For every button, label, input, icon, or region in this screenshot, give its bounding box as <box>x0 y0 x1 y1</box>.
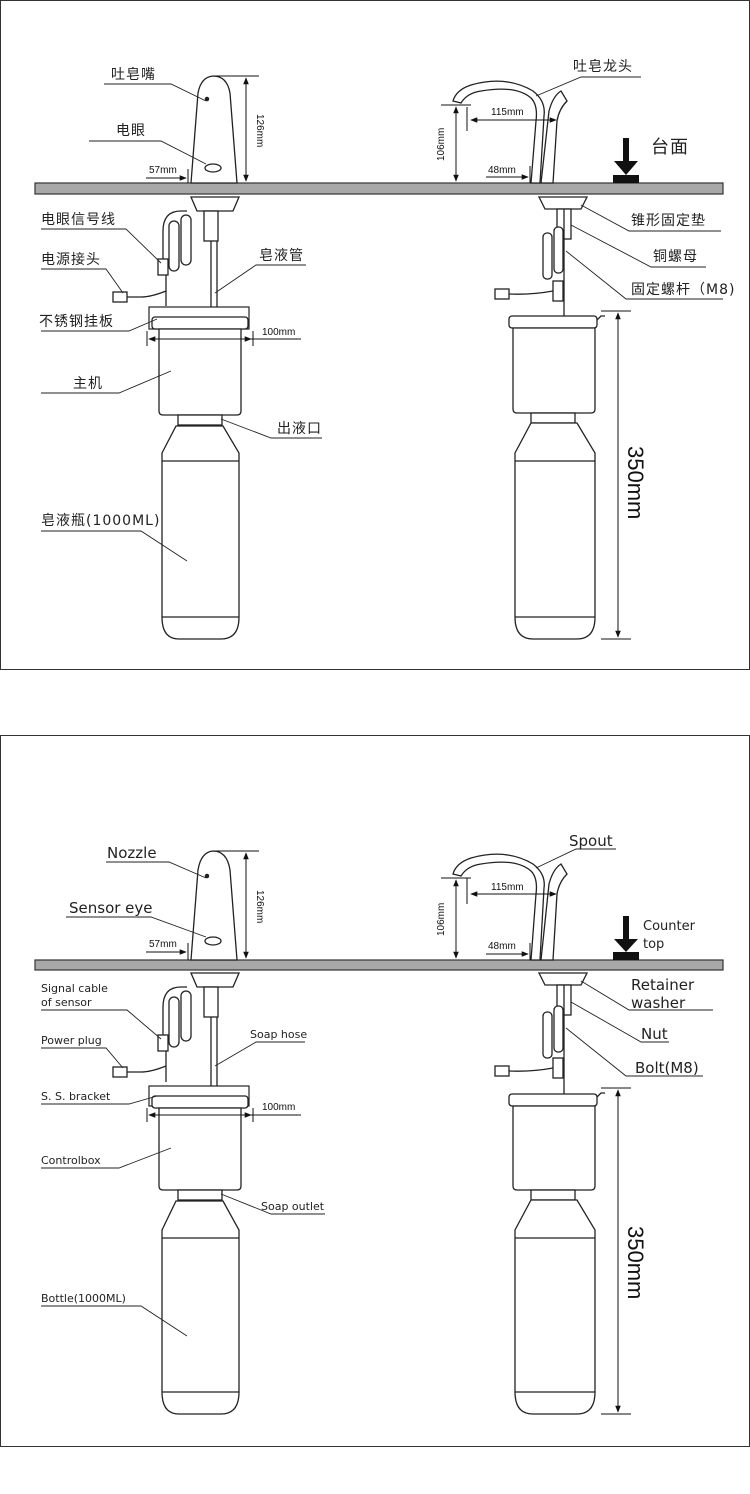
dim-depth-lines-en <box>601 1087 631 1415</box>
label-retainer-washer-en-1: Retainer <box>631 976 695 994</box>
label-controlbox-en: Controlbox <box>41 1154 101 1167</box>
leaders-right-cn <box>535 76 723 300</box>
dim-nozzle-offset: 57mm <box>149 165 177 176</box>
label-bottle-cn: 皂液瓶(1000ML) <box>41 513 160 529</box>
label-nozzle-en: Nozzle <box>107 844 157 862</box>
right-mount <box>494 196 605 413</box>
bottle-en <box>161 1200 240 1415</box>
counter-top-arrow-en <box>613 916 639 960</box>
dim-controlbox-width: 100mm <box>262 327 295 338</box>
leaders-right-en <box>535 848 713 1077</box>
label-counter-top-en-1: Counter <box>643 919 696 934</box>
diagram-panel-chinese: 126mm 57mm 100mm <box>0 0 750 670</box>
dim-nozzle-height-en: 126mm <box>254 890 265 923</box>
left-mount <box>112 196 240 411</box>
label-retainer-washer-en-2: washer <box>631 994 686 1012</box>
controlbox-right-en <box>508 1093 598 1415</box>
label-signal-cable-cn: 电眼信号线 <box>41 212 116 228</box>
leaders-left-en <box>41 861 325 1337</box>
dim-spout-offset: 48mm <box>488 165 516 176</box>
label-bracket-cn: 不锈钢挂板 <box>39 314 114 330</box>
label-nut-en: Nut <box>641 1025 668 1043</box>
dim-controlbox-width-lines <box>146 331 301 346</box>
dim-total-depth-cn: 350mm <box>623 446 648 519</box>
nozzle-dims <box>146 75 259 183</box>
nozzle-shape <box>190 75 238 184</box>
bottle-cn <box>161 425 240 640</box>
diagram-en-svg: 126mm 57mm 100mm <box>34 832 724 1415</box>
dim-spout-height-en: 106mm <box>436 903 447 936</box>
label-signal-cable-en-1: Signal cable <box>41 982 108 995</box>
diagram-panel-english: 126mm 57mm 100mm <box>0 735 750 1447</box>
dim-spout-offset-en: 48mm <box>488 941 516 952</box>
diagram-cn-svg: 126mm 57mm 100mm <box>34 59 735 640</box>
dim-controlbox-width-en: 100mm <box>262 1102 295 1113</box>
dim-controlbox-width-lines-en <box>146 1108 301 1122</box>
label-bottle-en: Bottle(1000ML) <box>41 1292 126 1305</box>
label-retainer-washer-cn: 锥形固定垫 <box>631 213 706 229</box>
label-signal-cable-en-2: of sensor <box>41 996 92 1009</box>
label-power-plug-cn: 电源接头 <box>41 251 101 268</box>
label-bracket-en: S. S. bracket <box>41 1090 111 1103</box>
dim-spout-reach: 115mm <box>491 107 524 118</box>
controlbox-en <box>151 1095 249 1201</box>
label-sensor-eye-cn: 电眼 <box>116 123 146 139</box>
label-nozzle-cn: 吐皂嘴 <box>111 67 156 83</box>
counter-top-arrow <box>613 138 639 183</box>
label-counter-top-cn: 台面 <box>651 137 689 158</box>
label-sensor-eye-en: Sensor eye <box>69 899 153 917</box>
label-soap-outlet-cn: 出液口 <box>277 421 322 437</box>
counter-top-en <box>34 959 724 971</box>
counter-top <box>34 182 724 195</box>
label-soap-hose-cn: 皂液管 <box>259 248 304 264</box>
label-bolt-cn: 固定螺杆（M8) <box>631 282 735 298</box>
controlbox-cn <box>151 316 249 426</box>
dim-nozzle-height: 126mm <box>254 114 265 147</box>
dim-total-depth-en: 350mm <box>623 1226 648 1299</box>
label-power-plug-en: Power plug <box>41 1034 102 1047</box>
spout-shape-en <box>452 853 568 961</box>
leaders-left-cn <box>41 83 322 562</box>
label-controlbox-cn: 主机 <box>73 376 103 392</box>
label-spout-en: Spout <box>569 832 613 850</box>
spout-shape <box>452 80 568 184</box>
nozzle-shape-en <box>190 850 238 961</box>
label-nut-cn: 铜螺母 <box>653 249 698 265</box>
spout-dims-en <box>441 877 557 960</box>
label-soap-hose-en: Soap hose <box>250 1028 307 1041</box>
dim-spout-height: 106mm <box>436 128 447 161</box>
dim-depth-lines-cn <box>601 310 631 640</box>
nozzle-dims-en <box>146 850 259 960</box>
controlbox-right-cn <box>508 315 598 640</box>
dim-spout-reach-en: 115mm <box>491 882 524 893</box>
dim-nozzle-offset-en: 57mm <box>149 939 177 950</box>
label-bolt-en: Bolt(M8) <box>635 1059 699 1077</box>
label-spout-cn: 吐皂龙头 <box>573 59 633 75</box>
label-counter-top-en-2: top <box>643 937 664 952</box>
spout-dims <box>441 104 557 183</box>
label-soap-outlet-en: Soap outlet <box>261 1200 325 1213</box>
